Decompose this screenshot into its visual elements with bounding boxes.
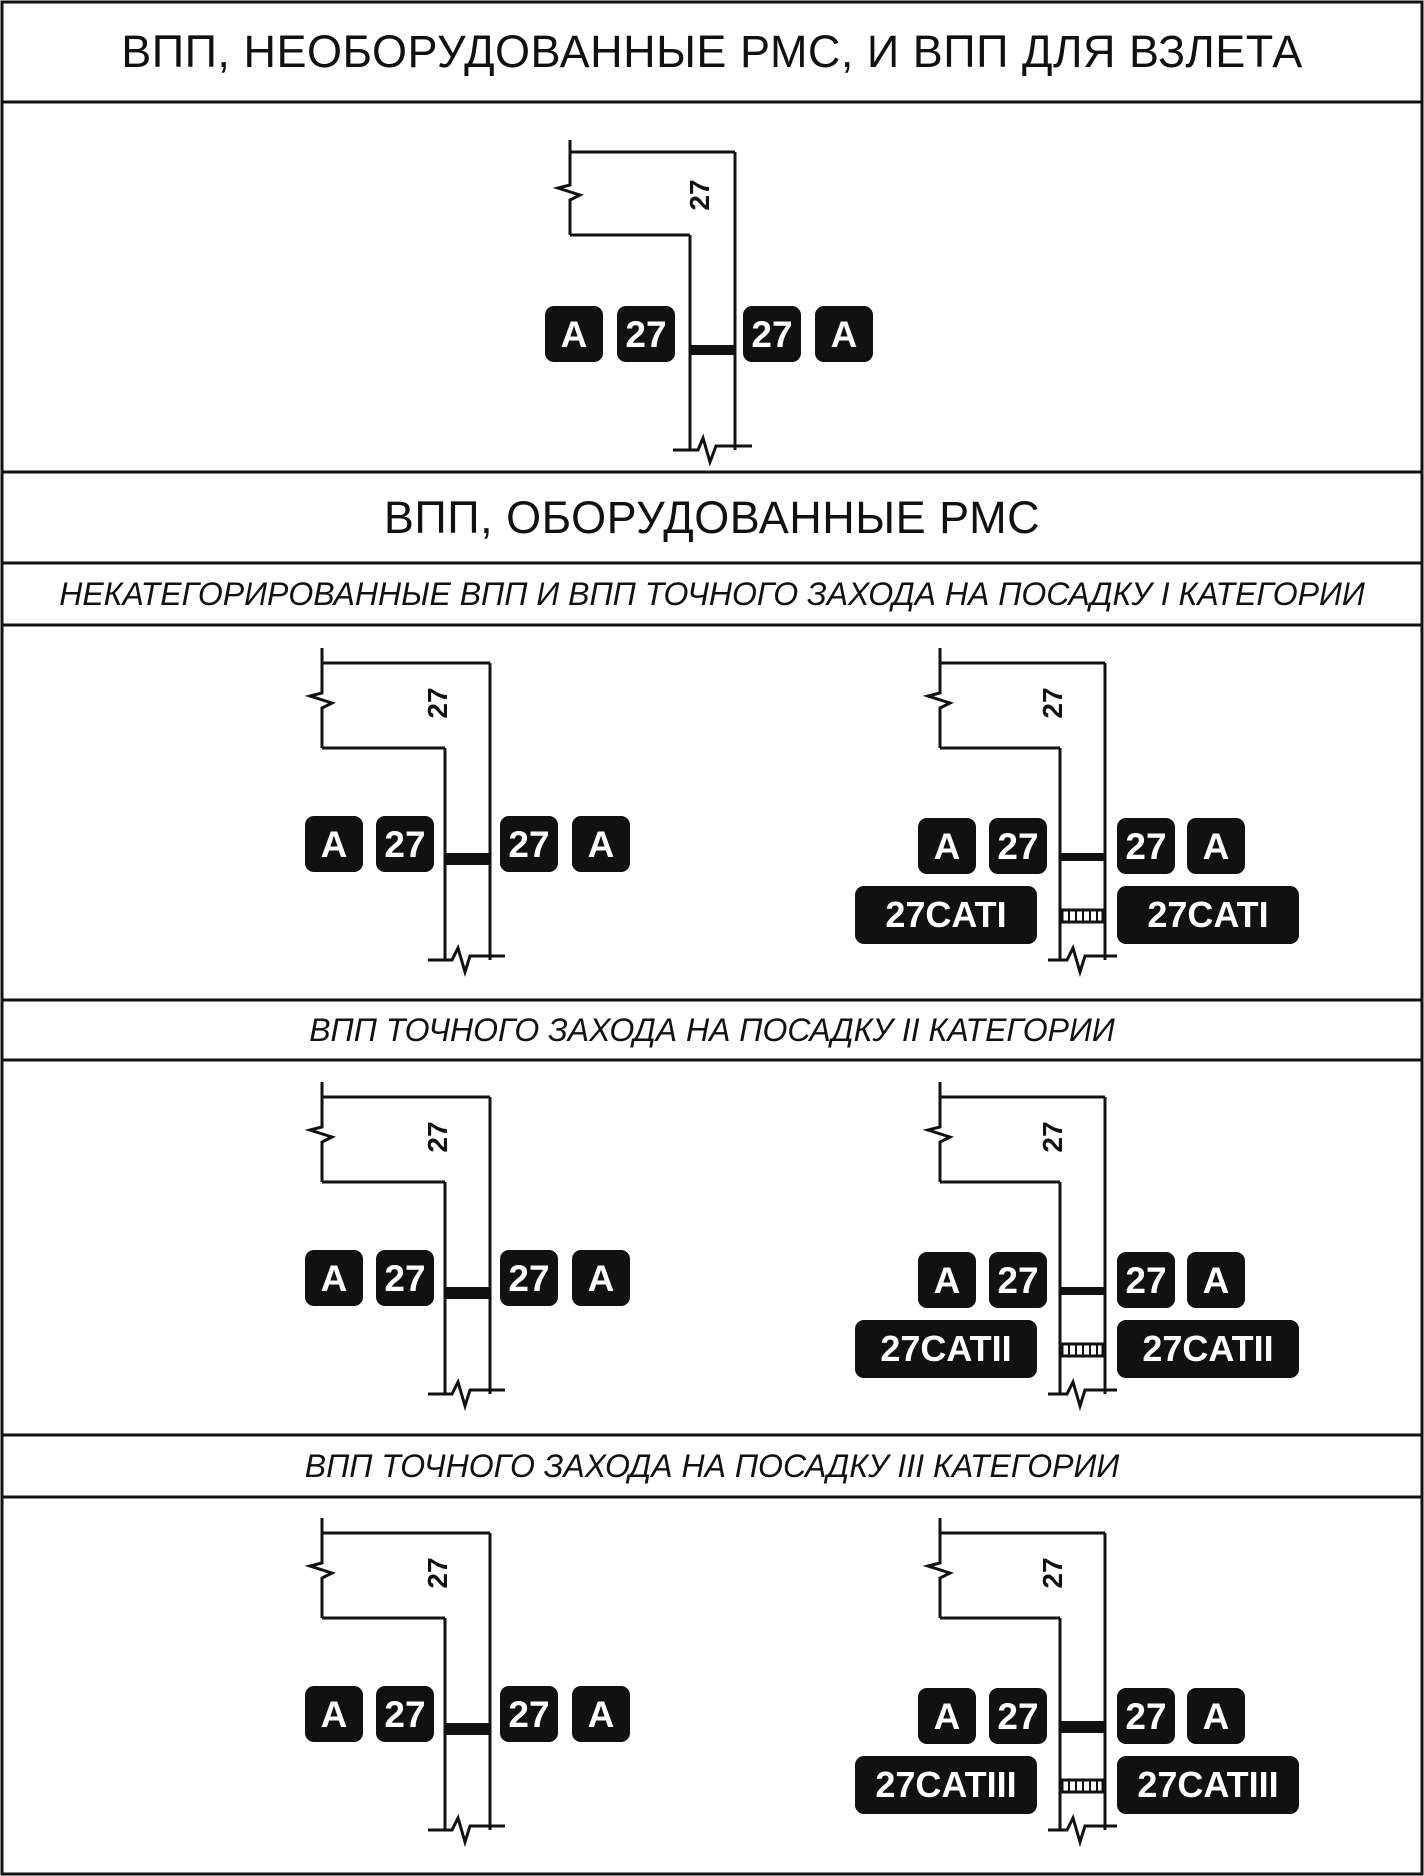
runway-sign-right: 27 <box>500 1250 558 1306</box>
junction-drawing <box>304 648 505 978</box>
runway-sign-right: 27 <box>743 306 801 362</box>
junction-panel-unequipped: 27 A 27 27 A <box>540 140 880 480</box>
subsection-title-cat3: ВПП ТОЧНОГО ЗАХОДА НА ПОСАДКУ III КАТЕГО… <box>304 1447 1120 1484</box>
runway-marking-text: 27 <box>684 179 715 211</box>
junction-drawing <box>552 140 752 467</box>
junction-panel-cat2-simple: 27 A 27 27 A <box>300 1082 640 1422</box>
section-title-equipped: ВПП, ОБОРУДОВАННЫЕ РМС <box>383 491 1041 543</box>
subsection-title-cat2: ВПП ТОЧНОГО ЗАХОДА НА ПОСАДКУ II КАТЕГОР… <box>309 1011 1115 1048</box>
junction-drawing <box>922 1082 1117 1412</box>
taxiway-sign-right: A <box>572 816 630 872</box>
runway-sign-left: 27 <box>376 1250 434 1306</box>
taxiway-sign-left: A <box>305 1686 363 1742</box>
runway-sign-right: 27 <box>500 816 558 872</box>
junction-panel-cat2-full: 27 A 27 27 A 27CATII 27CATII <box>855 1082 1315 1422</box>
taxiway-sign-left: A <box>918 1252 976 1308</box>
junction-drawing <box>922 648 1117 978</box>
subsection-title-cat1: НЕКАТЕГОРИРОВАННЫЕ ВПП И ВПП ТОЧНОГО ЗАХ… <box>59 575 1365 612</box>
taxiway-sign-right: A <box>1187 818 1245 874</box>
runway-sign-right: 27 <box>1117 818 1175 874</box>
taxiway-sign-left: A <box>918 1688 976 1744</box>
junction-drawing <box>922 1518 1117 1848</box>
taxiway-sign-left: A <box>545 306 603 362</box>
junction-panel-cat3-full: 27 A 27 27 A 27CATIII 27CATIII <box>855 1518 1315 1858</box>
taxiway-sign-right: A <box>572 1686 630 1742</box>
cat3-sign-right: 27CATIII <box>1117 1756 1299 1814</box>
junction-panel-cat1-simple: 27 A 27 27 A <box>300 648 640 988</box>
section-title-unequipped: ВПП, НЕОБОРУДОВАННЫЕ РМС, И ВПП ДЛЯ ВЗЛЕ… <box>121 26 1303 77</box>
runway-sign-left: 27 <box>989 818 1047 874</box>
junction-drawing <box>304 1082 505 1412</box>
runway-sign-right: 27 <box>500 1686 558 1742</box>
runway-sign-left: 27 <box>617 306 675 362</box>
taxiway-sign-left: A <box>305 816 363 872</box>
taxiway-sign-left: A <box>305 1250 363 1306</box>
runway-sign-right: 27 <box>1117 1252 1175 1308</box>
runway-sign-left: 27 <box>989 1688 1047 1744</box>
cat3-sign-left: 27CATIII <box>855 1756 1037 1814</box>
cat1-sign-left: 27CATI <box>855 886 1037 944</box>
taxiway-sign-right: A <box>1187 1252 1245 1308</box>
runway-sign-left: 27 <box>989 1252 1047 1308</box>
runway-marking-text: 27 <box>1037 687 1068 719</box>
taxiway-sign-left: A <box>918 818 976 874</box>
junction-panel-cat3-simple: 27 A 27 27 A <box>300 1518 640 1858</box>
junction-panel-cat1-full: 27 A 27 27 A 27CATI 27CATI <box>855 648 1315 988</box>
taxiway-sign-right: A <box>815 306 873 362</box>
runway-marking-text: 27 <box>422 1121 453 1153</box>
taxiway-sign-right: A <box>1187 1688 1245 1744</box>
runway-marking-text: 27 <box>1037 1557 1068 1589</box>
runway-marking-text: 27 <box>1037 1121 1068 1153</box>
junction-drawing <box>304 1518 505 1848</box>
runway-sign-right: 27 <box>1117 1688 1175 1744</box>
cat1-sign-right: 27CATI <box>1117 886 1299 944</box>
taxiway-sign-right: A <box>572 1250 630 1306</box>
runway-marking-text: 27 <box>422 1557 453 1589</box>
cat2-sign-left: 27CATII <box>855 1320 1037 1378</box>
runway-marking-text: 27 <box>422 687 453 719</box>
runway-sign-left: 27 <box>376 1686 434 1742</box>
cat2-sign-right: 27CATII <box>1117 1320 1299 1378</box>
runway-sign-left: 27 <box>376 816 434 872</box>
